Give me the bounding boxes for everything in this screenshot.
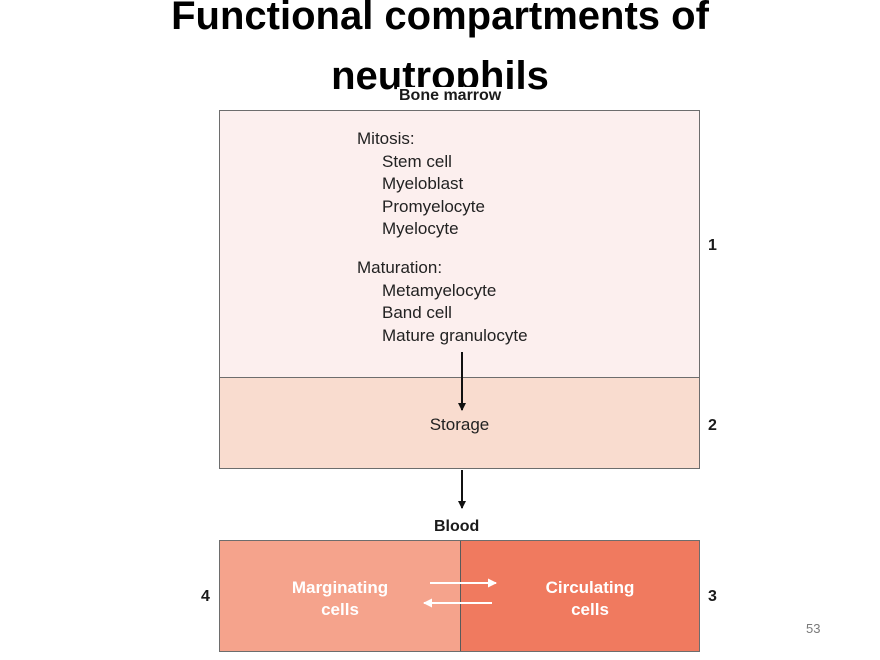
blood-label: Blood — [432, 518, 482, 536]
mitosis-item-myelocyte: Myelocyte — [382, 219, 459, 238]
maturation-item-mature-granulocyte: Mature granulocyte — [382, 325, 528, 345]
compartment-number-3: 3 — [708, 588, 717, 605]
marginating-label-line-1: Marginating — [291, 578, 389, 597]
maturation-item-metamyelocyte: Metamyelocyte — [382, 280, 497, 300]
maturation-list: Maturation: Metamyelocyte Band cell Matu… — [357, 257, 528, 347]
mitosis-item-myeloblast: Myeloblast — [382, 174, 464, 193]
circulating-label-line-2: cells — [571, 600, 609, 619]
mitosis-list: Mitosis: Stem cell Myeloblast Promyelocy… — [357, 128, 485, 241]
blood-compartment — [219, 540, 700, 652]
circulating-pool — [461, 541, 699, 651]
storage-label: Storage — [429, 415, 490, 434]
marginating-label-line-2: cells — [321, 600, 359, 619]
page-number: 53 — [806, 621, 821, 636]
compartment-number-2: 2 — [708, 417, 717, 434]
compartment-number-4: 4 — [201, 588, 210, 605]
circulating-cells-label: Circulating cells — [500, 577, 680, 621]
maturation-item-band-cell: Band cell — [382, 303, 452, 322]
mitosis-item-promyelocyte: Promyelocyte — [382, 196, 485, 216]
slide-title-line-1: Functional compartments of — [171, 0, 709, 38]
marginating-cells-label: Marginating cells — [250, 577, 430, 621]
slide-title: Functional compartments of neutrophils — [0, 0, 880, 106]
compartment-number-1: 1 — [708, 237, 717, 254]
bone-marrow-label: Bone marrow — [397, 87, 504, 105]
mitosis-item-stem-cell: Stem cell — [382, 151, 452, 171]
circulating-label-line-1: Circulating — [545, 578, 635, 597]
bone-marrow-compartment — [219, 110, 700, 378]
storage-compartment — [219, 377, 700, 469]
marginating-pool — [220, 541, 461, 651]
mitosis-heading: Mitosis: — [357, 129, 415, 148]
maturation-heading: Maturation: — [357, 258, 443, 277]
